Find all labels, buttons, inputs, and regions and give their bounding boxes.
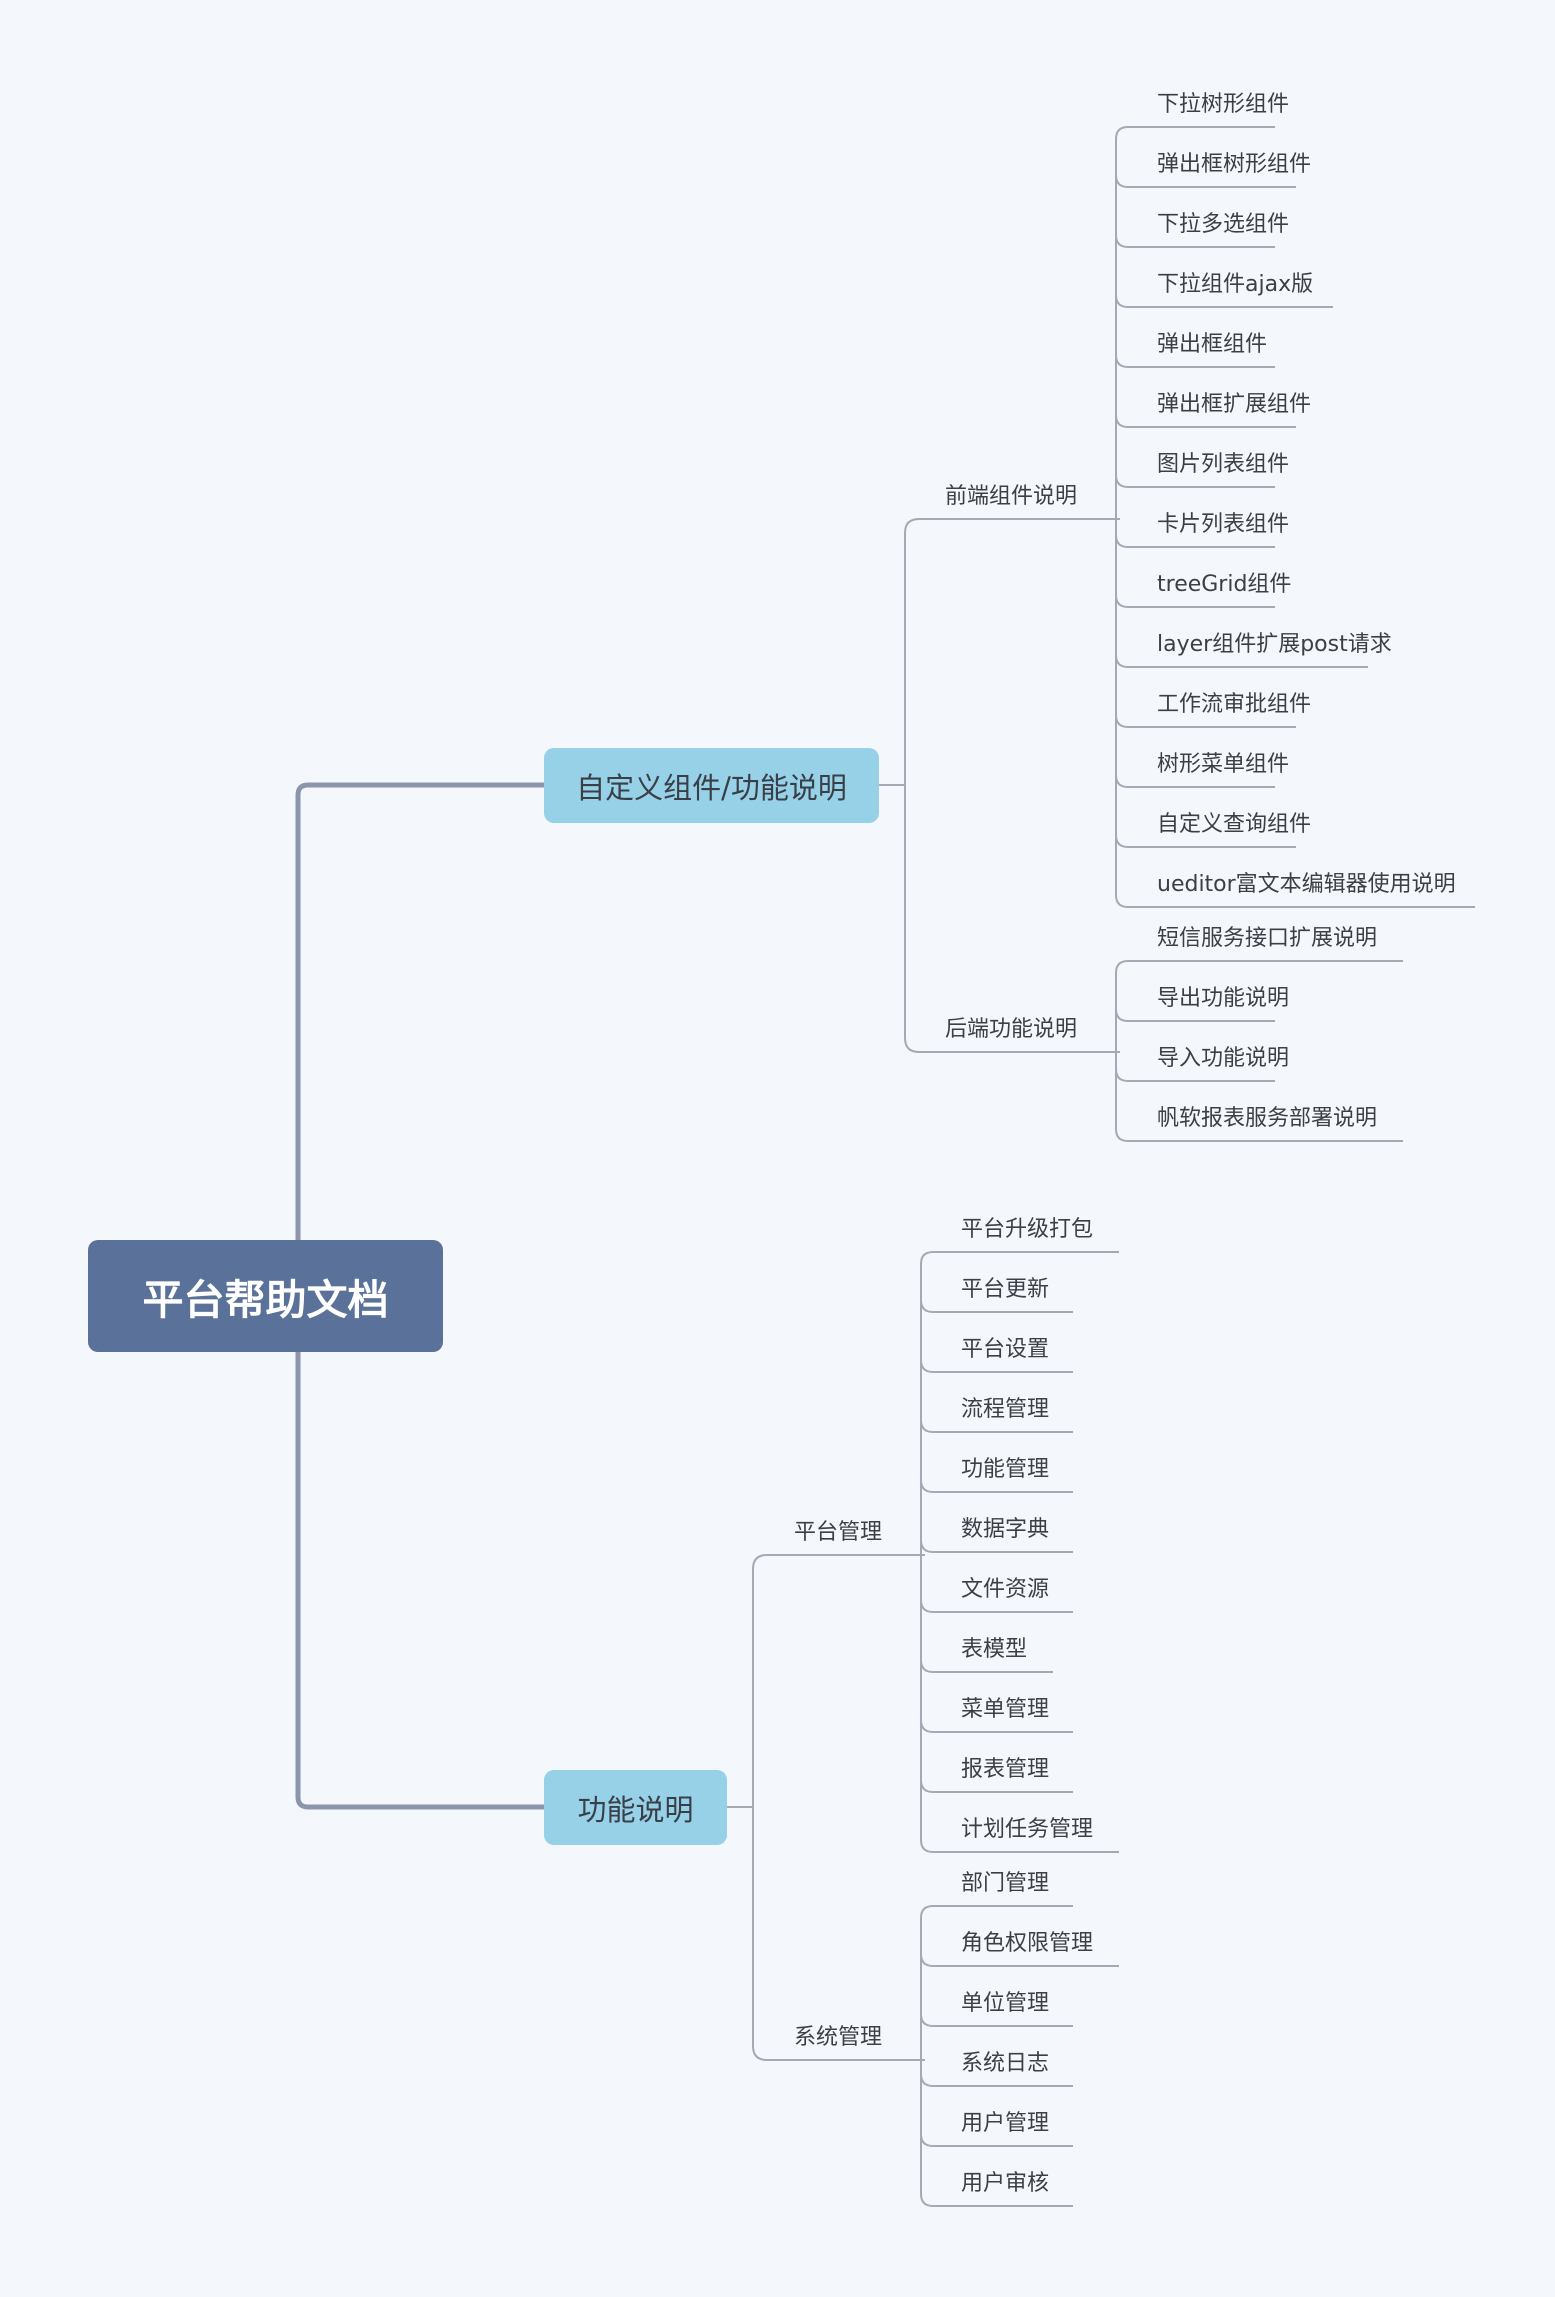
leaf-branch-curve [1115, 594, 1129, 608]
leaf-branch-curve [1115, 354, 1129, 368]
leaf-node[interactable]: 下拉树形组件 [1157, 92, 1290, 117]
root-label: 平台帮助文档 [142, 1276, 389, 1324]
leaf-node[interactable]: 用户审核 [961, 2171, 1050, 2196]
leaf-node[interactable]: 菜单管理 [961, 1697, 1050, 1722]
leaf-node[interactable]: ueditor富文本编辑器使用说明 [1157, 872, 1456, 897]
subtopic-connector [904, 518, 1112, 785]
leaf-node[interactable]: 图片列表组件 [1157, 452, 1290, 477]
leaf-branch-curve [1115, 1068, 1129, 1082]
leaf-node[interactable]: 报表管理 [961, 1757, 1050, 1782]
leaf-branch-curve [1115, 774, 1129, 788]
branch-function-description[interactable]: 功能说明 [544, 1770, 727, 1845]
leaf-node[interactable]: 短信服务接口扩展说明 [1157, 926, 1378, 951]
leaf-branch-curve [1115, 294, 1129, 308]
leaf-node[interactable]: 系统日志 [961, 2051, 1050, 2076]
branch-label: 功能说明 [577, 1792, 694, 1827]
leaf-node[interactable]: 弹出框树形组件 [1157, 152, 1312, 177]
leaf-node[interactable]: 下拉组件ajax版 [1157, 272, 1314, 297]
leaf-branch-curve [1115, 414, 1129, 428]
subtopic-node[interactable]: 系统管理 [793, 2025, 882, 2050]
leaf-node[interactable]: 部门管理 [961, 1871, 1050, 1896]
leaf-node[interactable]: 下拉多选组件 [1157, 212, 1290, 237]
leaf-node[interactable]: layer组件扩展post请求 [1157, 632, 1392, 657]
leaf-node[interactable]: 功能管理 [961, 1457, 1050, 1482]
leaf-branch-curve [920, 1539, 934, 1553]
leaf-branch-curve [1115, 474, 1129, 488]
leaf-branch-curve [920, 2073, 934, 2087]
leaf-branch-curve [1115, 1008, 1129, 1022]
leaf-node[interactable]: 表模型 [961, 1637, 1028, 1662]
leaf-bus-line [920, 1905, 934, 2207]
leaf-branch-curve [920, 1719, 934, 1733]
leaf-node[interactable]: 计划任务管理 [961, 1817, 1094, 1842]
branch-custom-components[interactable]: 自定义组件/功能说明 [544, 748, 879, 823]
leaf-branch-curve [1115, 714, 1129, 728]
leaf-branch-curve [920, 1659, 934, 1673]
subtopic-connector [752, 1554, 918, 1807]
subtopic-node[interactable]: 后端功能说明 [944, 1017, 1077, 1042]
leaf-branch-curve [920, 1359, 934, 1373]
leaf-bus-line [1115, 126, 1129, 908]
leaf-branch-curve [920, 1479, 934, 1493]
leaf-node[interactable]: 数据字典 [961, 1517, 1050, 1542]
trunk-line-upper [295, 782, 544, 1240]
leaf-node[interactable]: 卡片列表组件 [1157, 512, 1290, 537]
leaf-branch-curve [1115, 654, 1129, 668]
leaf-node[interactable]: 角色权限管理 [961, 1931, 1094, 1956]
leaf-node[interactable]: 自定义查询组件 [1157, 812, 1312, 837]
leaf-branch-curve [920, 1419, 934, 1433]
leaf-node[interactable]: 导出功能说明 [1157, 986, 1290, 1011]
subtopic-connector [904, 785, 1112, 1053]
trunk-line-lower [295, 1352, 544, 1810]
leaf-node[interactable]: 平台更新 [961, 1277, 1050, 1302]
leaf-node[interactable]: 平台升级打包 [961, 1217, 1094, 1242]
leaf-branch-curve [920, 1953, 934, 1967]
leaf-node[interactable]: treeGrid组件 [1157, 572, 1292, 597]
leaf-branch-curve [1115, 174, 1129, 188]
leaf-branch-curve [1115, 534, 1129, 548]
leaf-node[interactable]: 弹出框扩展组件 [1157, 392, 1312, 417]
branch-label: 自定义组件/功能说明 [576, 770, 847, 805]
leaf-node[interactable]: 导入功能说明 [1157, 1046, 1290, 1071]
leaf-branch-curve [1115, 234, 1129, 248]
leaf-bus-line [1115, 960, 1129, 1142]
leaf-node[interactable]: 工作流审批组件 [1157, 692, 1312, 717]
leaf-branch-curve [920, 1299, 934, 1313]
leaf-bus-line [920, 1251, 934, 1853]
subtopic-connector [752, 1807, 918, 2061]
subtopic-node[interactable]: 平台管理 [793, 1520, 882, 1545]
leaf-node[interactable]: 树形菜单组件 [1157, 752, 1290, 777]
leaf-node[interactable]: 帆软报表服务部署说明 [1157, 1106, 1378, 1131]
leaf-node[interactable]: 流程管理 [961, 1397, 1050, 1422]
leaf-branch-curve [920, 2013, 934, 2027]
leaf-node[interactable]: 平台设置 [961, 1337, 1050, 1362]
leaf-branch-curve [1115, 834, 1129, 848]
leaf-branch-curve [920, 2133, 934, 2147]
leaf-branch-curve [920, 1779, 934, 1793]
subtopic-node[interactable]: 前端组件说明 [944, 484, 1077, 509]
leaf-node[interactable]: 用户管理 [961, 2111, 1050, 2136]
leaf-node[interactable]: 弹出框组件 [1157, 332, 1268, 357]
root-node[interactable]: 平台帮助文档 [88, 1240, 443, 1352]
leaf-node[interactable]: 单位管理 [961, 1991, 1050, 2016]
leaf-node[interactable]: 文件资源 [961, 1577, 1050, 1602]
leaf-branch-curve [920, 1599, 934, 1613]
